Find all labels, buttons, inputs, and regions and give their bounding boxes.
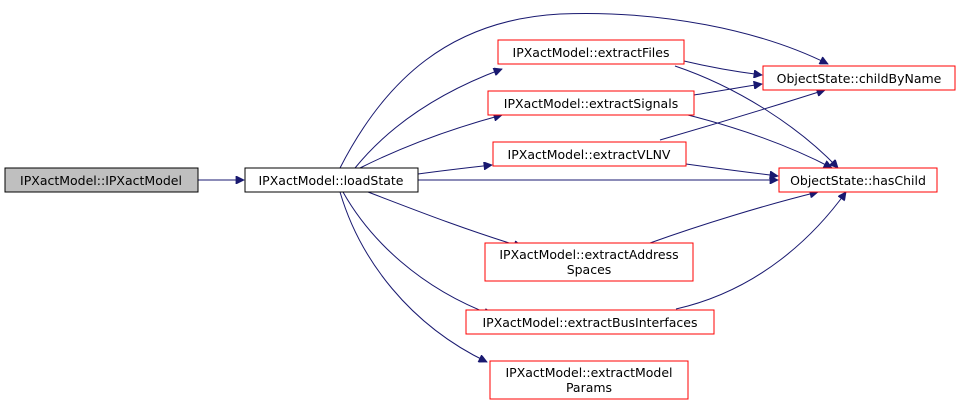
node-ipxactmodel-ctor-label: IPXactModel::IPXactModel (20, 173, 182, 188)
node-extractbusinterfaces-label: IPXactModel::extractBusInterfaces (482, 315, 697, 330)
edge-loadstate-to-extractbusinterfaces (342, 191, 492, 315)
node-extractvlnv-label: IPXactModel::extractVLNV (508, 147, 671, 162)
node-extractfiles[interactable]: IPXactModel::extractFiles (497, 39, 685, 65)
edge-loadstate-to-extractaddressspaces (367, 191, 522, 247)
nodes: IPXactModel::IPXactModel IPXactModel::lo… (4, 39, 956, 400)
node-extractmodelparams-label-line2: Params (566, 380, 612, 395)
node-loadstate-label: IPXactModel::loadState (259, 173, 404, 188)
node-haschild[interactable]: ObjectState::hasChild (778, 167, 938, 193)
node-loadstate[interactable]: IPXactModel::loadState (244, 167, 419, 193)
edge-loadstate-to-childbyname (339, 13, 828, 169)
edge-extractsignals-to-haschild (683, 113, 832, 169)
edge-extractaddressspaces-to-haschild (649, 192, 818, 244)
node-extractmodelparams-label-line1: IPXactModel::extractModel (505, 365, 672, 380)
node-childbyname-label: ObjectState::childByName (777, 71, 942, 86)
node-ipxactmodel-ctor[interactable]: IPXactModel::IPXactModel (4, 167, 199, 193)
node-extractaddressspaces-label-line1: IPXactModel::extractAddress (499, 247, 678, 262)
node-extractsignals[interactable]: IPXactModel::extractSignals (487, 90, 695, 116)
edge-extractfiles-to-childbyname (683, 60, 762, 75)
edge-extractsignals-to-childbyname (693, 84, 762, 96)
edge-extractvlnv-to-childbyname (659, 90, 825, 141)
node-haschild-label: ObjectState::hasChild (790, 173, 926, 188)
node-extractfiles-label: IPXactModel::extractFiles (513, 45, 670, 60)
edge-extractbusinterfaces-to-haschild (675, 192, 846, 310)
edge-extractvlnv-to-haschild (685, 163, 778, 176)
edge-loadstate-to-extractvlnv (417, 165, 492, 175)
node-extractbusinterfaces[interactable]: IPXactModel::extractBusInterfaces (465, 309, 715, 335)
node-extractsignals-label: IPXactModel::extractSignals (504, 96, 678, 111)
node-extractmodelparams[interactable]: IPXactModel::extractModel Params (489, 360, 689, 400)
edge-loadstate-to-extractfiles (354, 69, 502, 169)
node-extractvlnv[interactable]: IPXactModel::extractVLNV (492, 141, 687, 167)
edge-loadstate-to-extractsignals (359, 115, 502, 169)
edges (198, 13, 846, 362)
node-childbyname[interactable]: ObjectState::childByName (762, 65, 956, 91)
node-extractaddressspaces-label-line2: Spaces (567, 262, 612, 277)
edge-loadstate-to-extractmodelparams (339, 191, 487, 362)
edge-extractfiles-to-haschild (674, 65, 838, 168)
node-extractaddressspaces[interactable]: IPXactModel::extractAddress Spaces (484, 242, 694, 282)
